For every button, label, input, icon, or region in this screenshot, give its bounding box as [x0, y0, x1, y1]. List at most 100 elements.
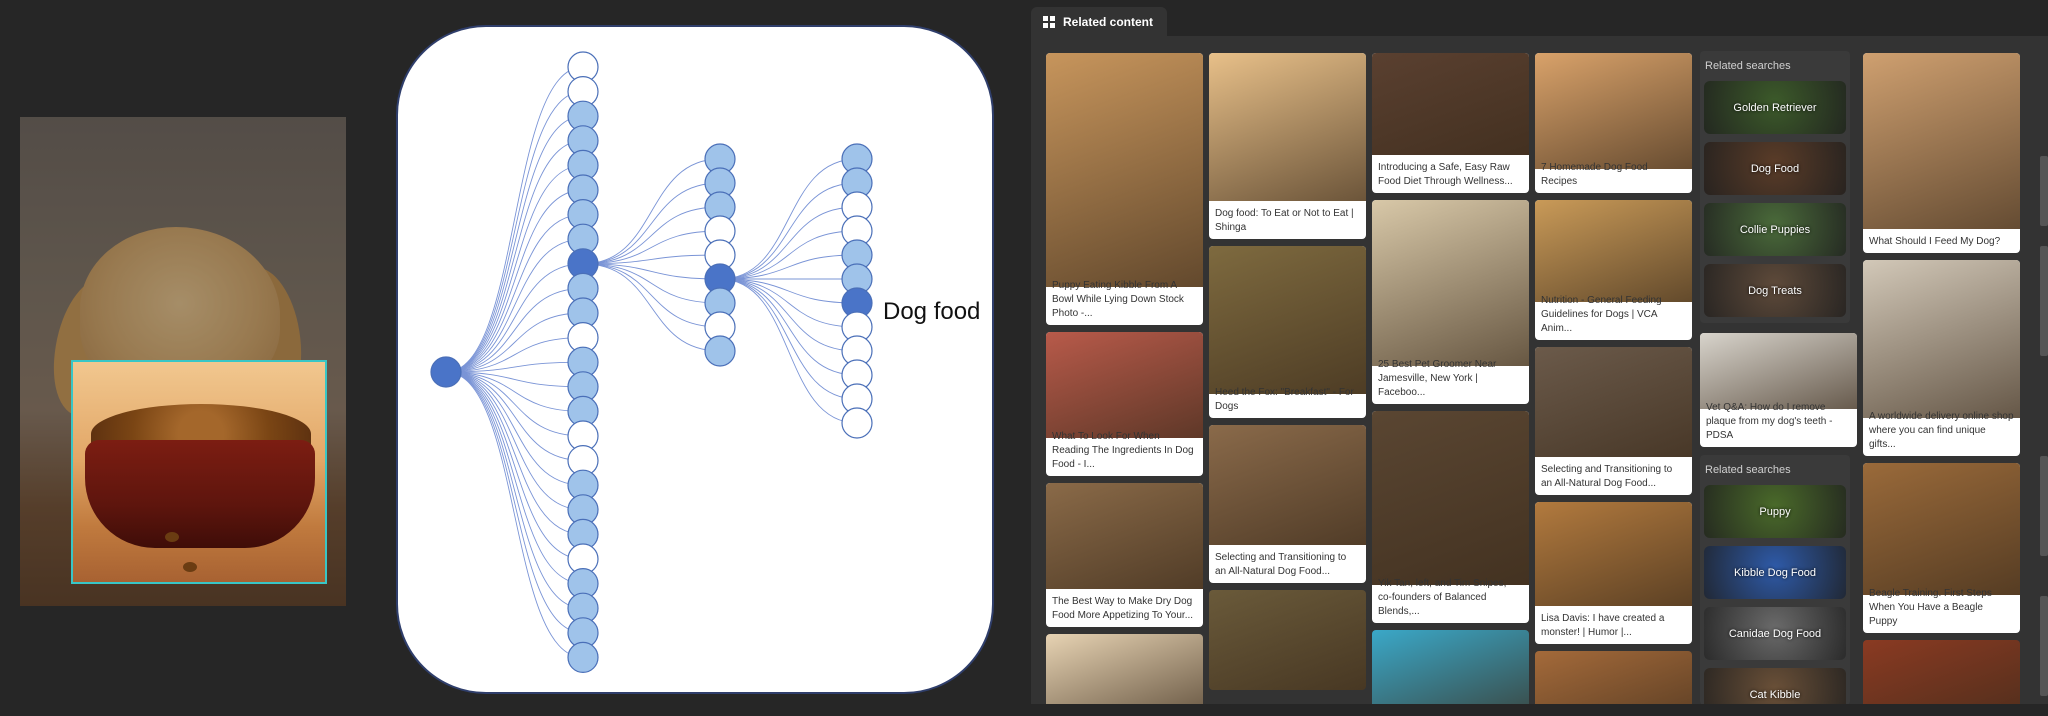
image-result-card[interactable] — [1535, 651, 1692, 704]
result-caption: 25 Best Pet Groomer Near Jamesville, New… — [1378, 359, 1497, 398]
graph-edge — [719, 278, 858, 352]
network-diagram: Dog food — [396, 25, 994, 694]
image-result-card[interactable]: 25 Best Pet Groomer Near Jamesville, New… — [1372, 200, 1529, 404]
query-image — [20, 117, 346, 606]
result-thumbnail — [1700, 333, 1857, 409]
next-column-edge — [2040, 156, 2048, 226]
result-caption: Nutrition - General Feeding Guidelines f… — [1541, 295, 1662, 334]
graph-edge — [582, 263, 721, 328]
image-result-card[interactable] — [1209, 590, 1366, 690]
result-caption: A worldwide delivery online shop where y… — [1869, 411, 2014, 450]
related-search-chip[interactable]: Cat Kibble — [1704, 668, 1846, 704]
image-result-card[interactable]: What Should I Feed My Dog? — [1863, 53, 2020, 253]
result-thumbnail — [1209, 425, 1366, 545]
graph-node — [567, 641, 599, 674]
image-result-card[interactable]: Selecting and Transitioning to an All-Na… — [1535, 347, 1692, 495]
graph-edge — [445, 189, 584, 373]
result-caption: Selecting and Transitioning to an All-Na… — [1541, 464, 1673, 489]
graph-edge — [582, 254, 721, 265]
graph-edge — [445, 371, 584, 585]
image-result-card[interactable]: Yik Tan, left, and Tim Snipes, co-founde… — [1372, 411, 1529, 623]
result-thumbnail — [1535, 347, 1692, 457]
related-search-chip[interactable]: Canidae Dog Food — [1704, 607, 1846, 660]
result-thumbnail — [1863, 640, 2020, 704]
graph-edge — [445, 337, 584, 373]
related-search-chip[interactable]: Collie Puppies — [1704, 203, 1846, 256]
graph-edge — [445, 287, 584, 373]
image-result-card[interactable]: Lisa Davis: I have created a monster! | … — [1535, 502, 1692, 644]
graph-edge — [719, 206, 858, 280]
graph-edge — [445, 371, 584, 412]
result-thumbnail — [1535, 53, 1692, 169]
related-search-chip[interactable]: Dog Treats — [1704, 264, 1846, 317]
result-caption: Beagle Training. First Steps When You Ha… — [1869, 588, 1992, 627]
image-result-card[interactable]: Beagle Training. First Steps When You Ha… — [1863, 463, 2020, 633]
graph-node — [841, 407, 873, 439]
graph-edge — [445, 361, 584, 373]
graph-edge — [445, 263, 584, 373]
image-result-card[interactable]: The Best Way to Make Dry Dog Food More A… — [1046, 483, 1203, 627]
image-result-card[interactable]: A worldwide delivery online shop where y… — [1863, 260, 2020, 456]
image-result-card[interactable]: Puppy Eating Kibble From A Bowl While Ly… — [1046, 53, 1203, 325]
related-search-chip[interactable]: Dog Food — [1704, 142, 1846, 195]
result-caption: Selecting and Transitioning to an All-Na… — [1215, 552, 1347, 577]
graph-node — [430, 356, 462, 388]
graph-edge — [445, 371, 584, 535]
related-search-chip[interactable]: Kibble Dog Food — [1704, 546, 1846, 599]
result-thumbnail — [1046, 483, 1203, 589]
graph-edge — [445, 91, 584, 373]
result-caption: What Should I Feed My Dog? — [1869, 236, 2001, 247]
image-result-card[interactable]: Heed the Fox: "Breakfast" - For Dogs — [1209, 246, 1366, 418]
graph-edge — [582, 263, 721, 352]
related-search-chip[interactable]: Puppy — [1704, 485, 1846, 538]
image-result-card[interactable]: Selecting and Transitioning to an All-Na… — [1209, 425, 1366, 583]
graph-edge — [445, 371, 584, 437]
result-thumbnail — [1046, 332, 1203, 438]
graph-edge — [445, 371, 584, 560]
graph-edge — [582, 263, 721, 304]
image-result-card[interactable]: What To Look For When Reading The Ingred… — [1046, 332, 1203, 476]
visual-search-selection[interactable] — [71, 360, 327, 584]
result-caption: Heed the Fox: "Breakfast" - For Dogs — [1215, 387, 1354, 412]
graph-edge — [445, 66, 584, 373]
image-result-card[interactable]: 7 Homemade Dog Food Recipes — [1535, 53, 1692, 193]
image-result-card[interactable]: Introducing a Safe, Easy Raw Food Diet T… — [1372, 53, 1529, 193]
related-searches-title: Related searches — [1705, 464, 1791, 476]
result-caption: The Best Way to Make Dry Dog Food More A… — [1052, 596, 1194, 621]
result-caption: Introducing a Safe, Easy Raw Food Diet T… — [1378, 162, 1513, 187]
graph-edge — [445, 164, 584, 373]
result-thumbnail — [1372, 53, 1529, 155]
next-column-edge — [2040, 246, 2048, 356]
image-result-card[interactable] — [1372, 630, 1529, 704]
graph-edge — [719, 254, 858, 280]
graph-edge — [445, 371, 584, 462]
related-search-chip[interactable]: Golden Retriever — [1704, 81, 1846, 134]
image-result-card[interactable] — [1863, 640, 2020, 704]
graph-edge — [719, 278, 858, 376]
kibble-piece — [183, 562, 197, 572]
related-content-panel: Puppy Eating Kibble From A Bowl While Ly… — [1031, 36, 2048, 704]
result-thumbnail — [1863, 463, 2020, 595]
graph-edge — [719, 230, 858, 280]
result-caption: Vet Q&A: How do I remove plaque from my … — [1706, 402, 1833, 441]
next-column-edge — [2040, 456, 2048, 556]
image-result-card[interactable]: Vet Q&A: How do I remove plaque from my … — [1700, 333, 1857, 447]
result-thumbnail — [1046, 53, 1203, 287]
kibble-piece — [165, 532, 179, 542]
result-thumbnail — [1372, 630, 1529, 704]
related-content-tab[interactable]: Related content — [1031, 7, 1168, 36]
graph-edge — [445, 371, 584, 634]
graph-edge — [582, 230, 721, 265]
result-thumbnail — [1209, 246, 1366, 394]
network-graph — [430, 51, 873, 674]
graph-edge — [445, 371, 584, 388]
image-result-card[interactable]: Dog food: To Eat or Not to Eat | Shinga — [1209, 53, 1366, 239]
result-caption: 7 Homemade Dog Food Recipes — [1541, 162, 1648, 187]
image-result-card[interactable]: Nutrition - General Feeding Guidelines f… — [1535, 200, 1692, 340]
result-thumbnail — [1535, 651, 1692, 704]
image-result-card[interactable] — [1046, 634, 1203, 704]
graph-edge — [719, 182, 858, 280]
result-thumbnail — [1535, 200, 1692, 302]
result-thumbnail — [1863, 53, 2020, 229]
